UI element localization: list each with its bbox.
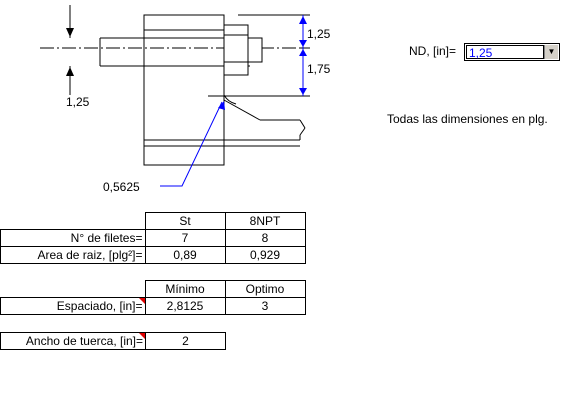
nut-width-table: Ancho de tuerca, [in]= 2 <box>0 332 226 350</box>
nd-value[interactable]: 1,25 <box>466 45 544 60</box>
chevron-down-icon[interactable]: ▼ <box>544 45 558 59</box>
row-label: N° de filetes= <box>0 229 146 247</box>
spacing-table: Mínimo Optimo Espaciado, [in]= 2,8125 3 <box>0 280 306 315</box>
dim-bottom-right: 1,75 <box>307 62 331 76</box>
col-minimo-header: Mínimo <box>144 280 226 298</box>
table-row: Ancho de tuerca, [in]= 2 <box>0 332 226 350</box>
row-label: Area de raiz, [plg²]= <box>0 246 146 264</box>
units-note: Todas las dimensiones en plg. <box>387 112 548 126</box>
table-row: Espaciado, [in]= 2,8125 3 <box>0 297 306 315</box>
cell-minimo[interactable]: 2,8125 <box>144 297 226 315</box>
dim-leader: 0,5625 <box>103 180 140 194</box>
nd-dropdown[interactable]: 1,25 ▼ <box>464 43 560 61</box>
table-row: Area de raiz, [plg²]= 0,89 0,929 <box>0 246 306 264</box>
spacing-label: Espaciado, [in]= <box>0 297 146 315</box>
cell-st[interactable]: 7 <box>144 229 226 247</box>
nd-label: ND, [in]= <box>409 44 457 58</box>
cell-npt[interactable]: 0,929 <box>224 246 306 264</box>
dim-top-right: 1,25 <box>307 27 331 41</box>
col-optimo-header: Optimo <box>224 280 306 298</box>
col-st-header: St <box>144 212 226 230</box>
dim-left: 1,25 <box>66 95 90 109</box>
cell-optimo[interactable]: 3 <box>224 297 306 315</box>
cell-nut-width[interactable]: 2 <box>145 332 226 350</box>
table-row: N° de filetes= 7 8 <box>0 229 306 247</box>
nut-width-label: Ancho de tuerca, [in]= <box>0 332 146 350</box>
col-8npt-header: 8NPT <box>224 212 306 230</box>
threads-table: St 8NPT N° de filetes= 7 8 Area de raiz,… <box>0 212 306 264</box>
cell-st[interactable]: 0,89 <box>144 246 226 264</box>
cell-npt[interactable]: 8 <box>224 229 306 247</box>
bolt-nut-drawing <box>40 5 310 187</box>
